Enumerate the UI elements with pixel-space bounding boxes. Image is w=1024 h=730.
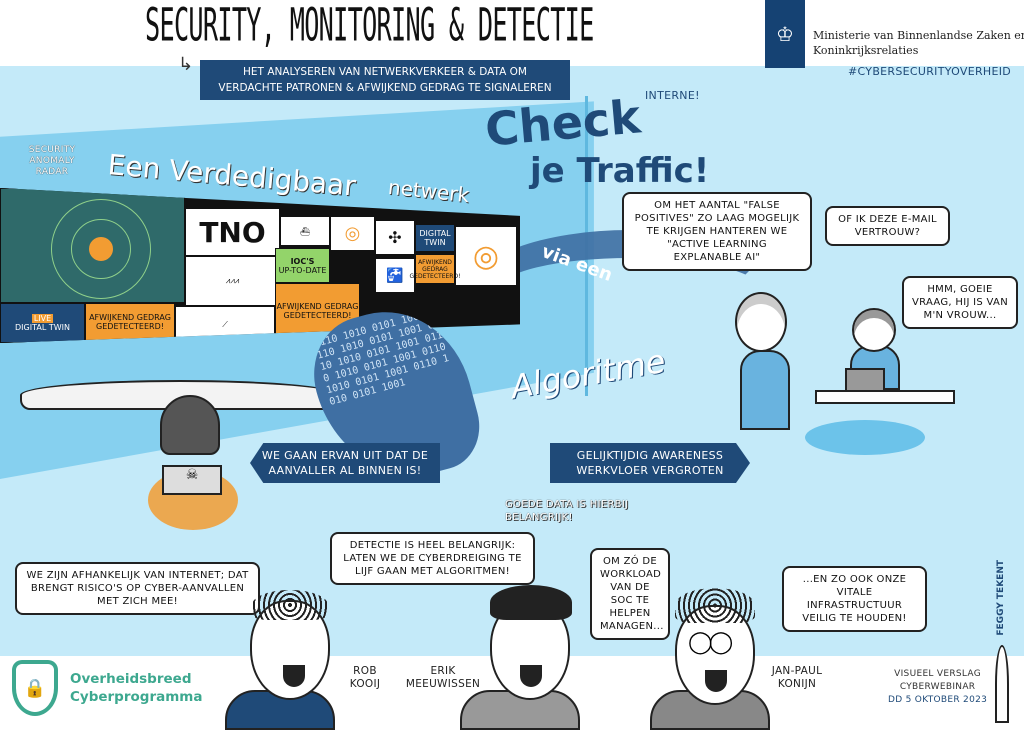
subtitle-box: HET ANALYSEREN VAN NETWERKVERKEER & DATA… xyxy=(200,60,570,100)
rob-hair xyxy=(252,590,328,620)
radar-screen xyxy=(0,188,185,303)
chart-screen: ⩘⩘⩘ xyxy=(185,256,280,306)
credits: VISUEEL VERSLAG CYBERWEBINAR DD 5 OKTOBE… xyxy=(888,668,987,707)
hacker-figure xyxy=(160,395,220,455)
target-screen: ◎ xyxy=(330,216,375,251)
windmill-screen: ✣ xyxy=(375,220,415,255)
speech-bubble-hmm: HMM, GOEIE VRAAG, HIJ IS VAN M'N VROUW..… xyxy=(902,276,1018,329)
speech-bubble-erik-workload: OM ZÓ DE WORKLOAD VAN DE SOC TE HELPEN M… xyxy=(590,548,670,640)
alert-screen-left: AFWIJKEND GEDRAG GEDETECTEERD! xyxy=(85,303,175,341)
page-title: SECURITY, MONITORING & DETECTIE xyxy=(145,0,594,52)
jan-paul-hair xyxy=(675,588,755,623)
annotation-goede-data: GOEDE DATA IS HIERBIJ BELANGRIJK! xyxy=(505,499,629,523)
banner-attacker-inside: WE GAAN ERVAN UIT DAT DE AANVALLER AL BI… xyxy=(250,443,440,483)
logo-line: Overheidsbreed xyxy=(70,671,192,687)
ministry-name: Ministerie van Binnenlandse Zaken en Kon… xyxy=(813,28,1024,58)
alert-small-screen: AFWIJKEND GEDRAG GEDETECTEERD! xyxy=(410,254,460,284)
digital-twin-screen: DIGITAL TWIN xyxy=(415,224,455,252)
name-line: JAN-PAUL xyxy=(771,665,823,677)
curved-arrow-icon: ↳ xyxy=(178,54,194,75)
speech-bubble-rob: WE ZIJN AFHANKELIJK VAN INTERNET; DAT BR… xyxy=(15,562,260,615)
erik-hair xyxy=(490,585,572,620)
speech-bubble-false-positives: OM HET AANTAL "FALSE POSITIVES" ZO LAAG … xyxy=(622,192,812,271)
speech-bubble-email: OF IK DEZE E-MAIL VERTROUW? xyxy=(825,206,950,246)
subtitle-line: HET ANALYSEREN VAN NETWERKVERKEER & DATA… xyxy=(243,66,527,78)
name-line: KOOIJ xyxy=(349,678,381,690)
pencil-icon xyxy=(995,645,1009,723)
erik-mouth xyxy=(520,665,542,687)
laptop-icon xyxy=(845,368,885,392)
credits-line: VISUEEL VERSLAG xyxy=(894,669,982,679)
rob-mouth xyxy=(283,665,305,687)
woman-figure-body xyxy=(740,350,790,430)
skull-laptop-icon: ☠ xyxy=(162,465,222,495)
lock-icon: 🔒 xyxy=(23,677,47,699)
hashtag: #CYBERSECURITYOVERHEID xyxy=(848,65,1012,78)
crest-icon: ♔ xyxy=(776,22,794,46)
target-large-screen: ◎ xyxy=(455,226,517,286)
name-line: ERIK xyxy=(430,665,456,677)
tap-screen: 🚰 xyxy=(375,258,415,293)
headline-check: Check xyxy=(482,89,643,157)
name-line: ROB xyxy=(353,665,377,677)
office-desk xyxy=(815,390,955,404)
artist-signature: FEGGY TEKENT xyxy=(996,560,1006,636)
speech-bubble-jan-paul: ...EN ZO OOK ONZE VITALE INFRASTRUCTUUR … xyxy=(782,566,927,632)
headline-interne: INTERNE! xyxy=(645,89,700,102)
iocs-sub: UP-TO-DATE xyxy=(278,265,327,275)
headline-traffic: je Traffic! xyxy=(530,151,710,191)
man-figure-head xyxy=(852,308,896,352)
ministry-line: Ministerie van Binnenlandse Zaken en xyxy=(813,29,1024,42)
radar-label: SECURITY ANOMALY RADAR xyxy=(28,145,76,177)
ship-screen: ⛴ xyxy=(280,216,330,246)
ministry-line: Koninkrijksrelaties xyxy=(813,44,919,57)
jan-paul-mouth xyxy=(705,670,727,692)
cyberprogramma-logo-text: Overheidsbreed Cyberprogramma xyxy=(70,670,202,706)
credits-date: DD 5 OKTOBER 2023 xyxy=(888,695,988,705)
tno-logo-screen: TNO xyxy=(185,208,280,256)
glasses-icon: ◯◯ xyxy=(688,630,733,655)
desk-shadow xyxy=(805,420,925,455)
government-crest-logo: ♔ xyxy=(765,0,805,68)
banner-awareness: GELIJKTIJDIG AWARENESS WERKVLOER VERGROT… xyxy=(550,443,750,483)
subtitle-line: VERDACHTE PATRONEN & AFWIJKEND GEDRAG TE… xyxy=(218,82,552,94)
digital-twin-label: DIGITAL TWIN xyxy=(15,323,70,332)
cyberprogramma-shield-logo: 🔒 xyxy=(12,660,58,716)
woman-figure-head xyxy=(735,292,787,352)
iocs-label: IOC'S xyxy=(290,256,315,266)
logo-line: Cyberprogramma xyxy=(70,689,203,705)
speech-bubble-erik: DETECTIE IS HEEL BELANGRIJK: LATEN WE DE… xyxy=(330,532,535,585)
credits-line: CYBERWEBINAR xyxy=(899,682,976,692)
live-badge: LIVE xyxy=(31,314,54,323)
name-line: KONIJN xyxy=(777,678,817,690)
name-line: MEEUWISSEN xyxy=(405,678,481,690)
